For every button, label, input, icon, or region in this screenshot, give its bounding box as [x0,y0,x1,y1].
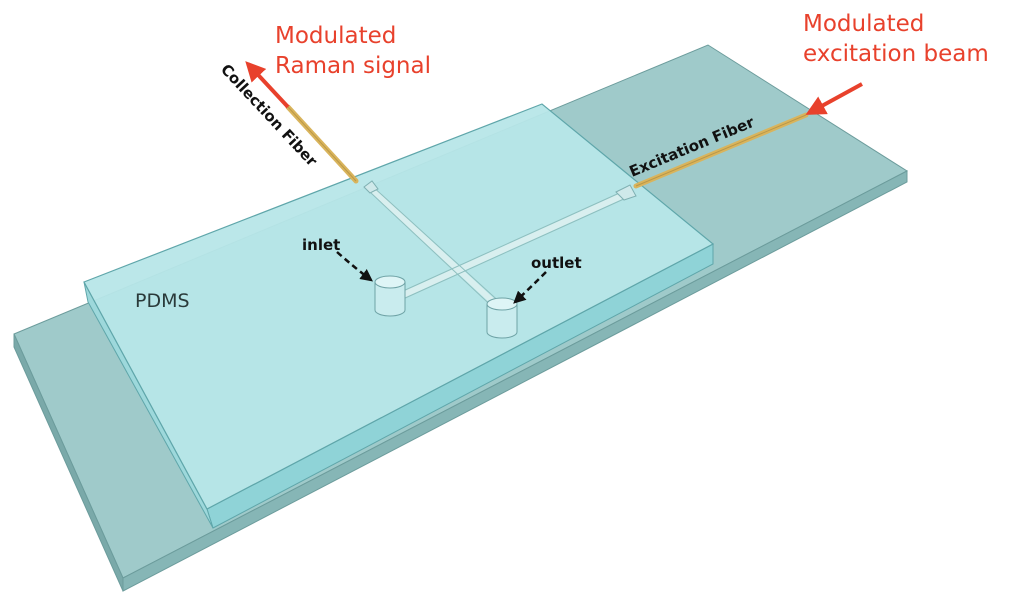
collection-fiber-tip [363,180,379,194]
inlet-well [374,275,406,317]
glass-slide-left-edge [13,333,124,592]
pdms-label: PDMS [135,290,190,312]
excitation-fiber-tip [615,184,637,201]
outlet-well [486,297,518,339]
excitation-beam-arrow [805,82,863,115]
collection-fiber-outline [287,106,357,182]
excitation-beam-label-line2: excitation beam [803,41,989,67]
channel-collection-branch [368,186,505,313]
raman-signal-label-line2: Raman signal [275,53,431,79]
channel-outlines [370,184,627,315]
inlet-arrow [336,251,373,282]
excitation-fiber-outline [635,114,807,187]
raman-signal-arrow [245,61,290,109]
channel-excitation-branch [389,191,629,303]
channels [368,186,629,313]
excitation-beam-label-line1: Modulated [803,11,924,37]
outlet-arrow [513,271,547,304]
outlet-label: outlet [531,254,582,272]
inlet-label: inlet [302,236,340,254]
raman-signal-label-line1: Modulated [275,23,396,49]
